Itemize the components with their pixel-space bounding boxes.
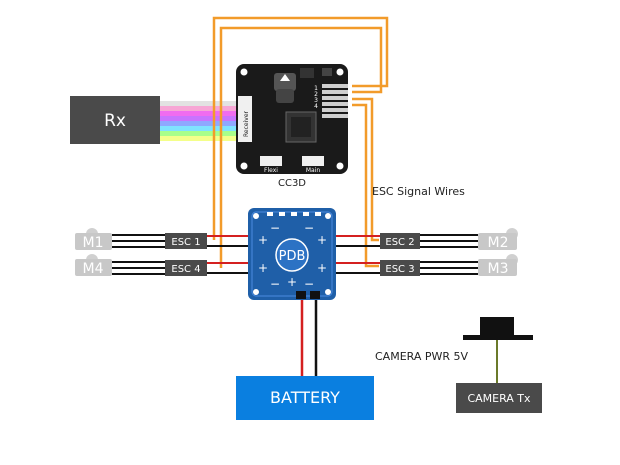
pdb-label: PDB [279,249,306,264]
pin-4-label: 4 [314,103,318,110]
pdb-plus-right-2: + [317,261,327,275]
pdb-minus-top-right: − [304,221,314,235]
motor-m4-label: M4 [83,261,104,277]
main-port-label: Main [306,167,321,174]
camera-tx-label: CAMERA Tx [467,392,531,405]
motor-m3: M3 [478,254,518,277]
esc-1-label: ESC 1 [171,237,200,248]
pin-1-label: 1 [314,85,318,92]
receiver-ribbon-cable [160,101,240,141]
cc3d-label: CC3D [278,178,306,189]
pdb-minus-bottom-left: − [270,277,280,291]
pdb-board: + + + + − − − − + PDB [248,208,336,300]
camera-tx: CAMERA Tx [456,383,542,413]
camera-pwr-label: CAMERA PWR 5V [375,350,469,363]
esc-1: ESC 1 [165,233,207,249]
esc-signal-wires-label: ESC Signal Wires [372,185,465,198]
esc-4-label: ESC 4 [171,264,200,275]
pin-2-label: 2 [314,91,318,98]
motor-m4: M4 [75,254,112,277]
esc-signal-wires [212,16,389,268]
servo-pin-header [322,84,348,118]
battery-label: BATTERY [270,388,340,407]
rx-receiver: Rx [70,96,160,144]
pdb-plus-bottom: + [287,275,297,289]
pdb-plus-left-2: + [258,261,268,275]
left-motor-wires [112,234,250,275]
pdb-minus-bottom-right: − [304,277,314,291]
pin-3-label: 3 [314,97,318,104]
battery: BATTERY [236,376,374,420]
right-motor-wires [336,234,478,275]
rx-label: Rx [104,111,126,131]
pdb-minus-top-left: − [270,221,280,235]
camera-power [463,317,533,383]
main-port [302,156,324,166]
pdb-plus-left-1: + [258,233,268,247]
esc-2-label: ESC 2 [385,237,414,248]
flexi-port-label: Flexi [264,167,278,174]
receiver-port-label: Receiver [243,110,250,136]
receiver-port [238,96,252,142]
esc-2: ESC 2 [380,233,420,249]
motor-m3-label: M3 [488,261,509,277]
esc-4: ESC 4 [165,260,207,276]
motor-m1: M1 [75,228,112,251]
motor-m2-label: M2 [488,235,509,251]
motor-m2: M2 [478,228,518,251]
battery-leads [300,296,318,376]
flexi-port [260,156,282,166]
esc-3-label: ESC 3 [385,264,414,275]
rx-box [70,96,160,144]
cc3d-board: Receiver 1 2 3 4 Flexi Main [236,64,348,174]
motor-m1-label: M1 [83,235,104,251]
esc-3: ESC 3 [380,260,420,276]
pdb-plus-right-1: + [317,233,327,247]
